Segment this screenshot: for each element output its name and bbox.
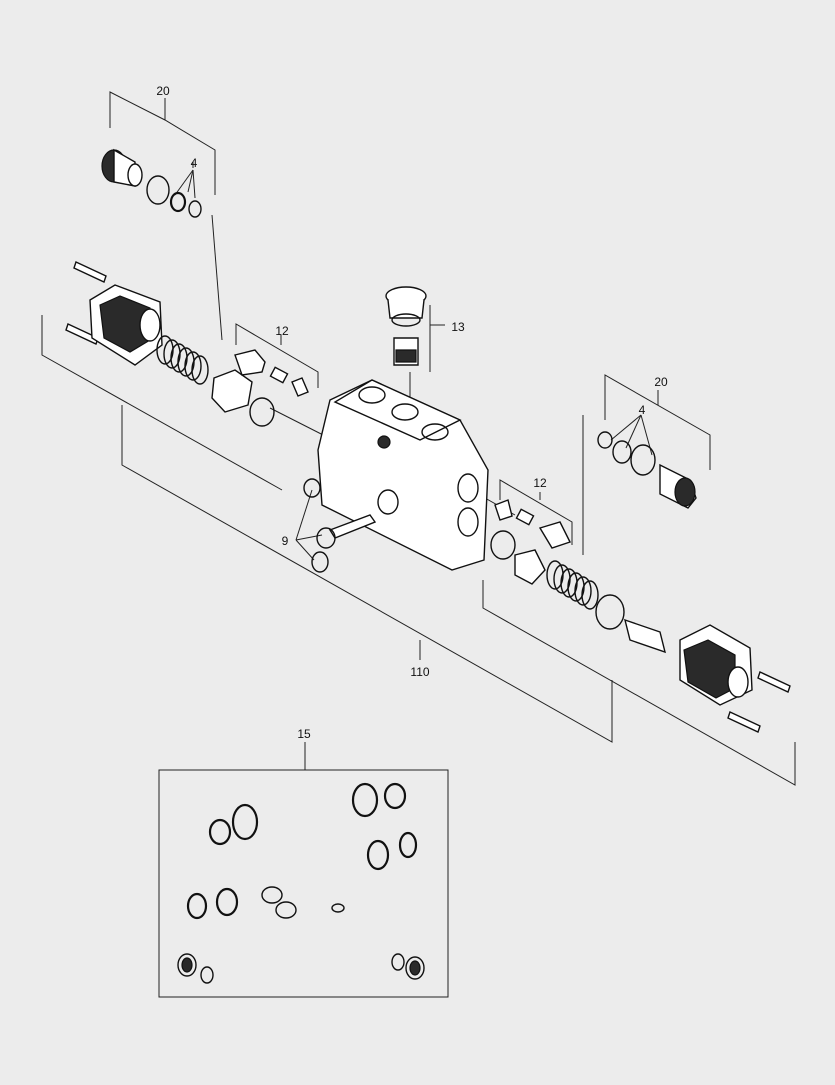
plug-13 xyxy=(385,286,427,366)
valve-body xyxy=(317,379,489,571)
pilot-cap-top xyxy=(101,148,202,218)
left-end-cover xyxy=(65,261,163,366)
pilot-cap-right xyxy=(597,431,697,509)
right-check-assembly xyxy=(490,499,571,585)
callout-20-top: 20 xyxy=(156,84,170,98)
callout-4-right: 4 xyxy=(638,403,646,417)
o-rings-9 xyxy=(303,478,336,573)
callout-15: 15 xyxy=(297,727,311,741)
right-spring-assembly xyxy=(546,560,666,654)
callout-12-left: 12 xyxy=(275,324,289,338)
callout-20-right: 20 xyxy=(654,375,668,389)
callout-110: 110 xyxy=(410,665,430,679)
left-spring-assembly xyxy=(156,335,309,427)
callout-4-top: 4 xyxy=(190,156,198,170)
seal-kit-box xyxy=(158,769,449,998)
callout-9: 9 xyxy=(281,534,289,548)
callout-12-right: 12 xyxy=(533,476,547,490)
right-end-cover xyxy=(679,624,791,733)
callout-13: 13 xyxy=(451,320,465,334)
